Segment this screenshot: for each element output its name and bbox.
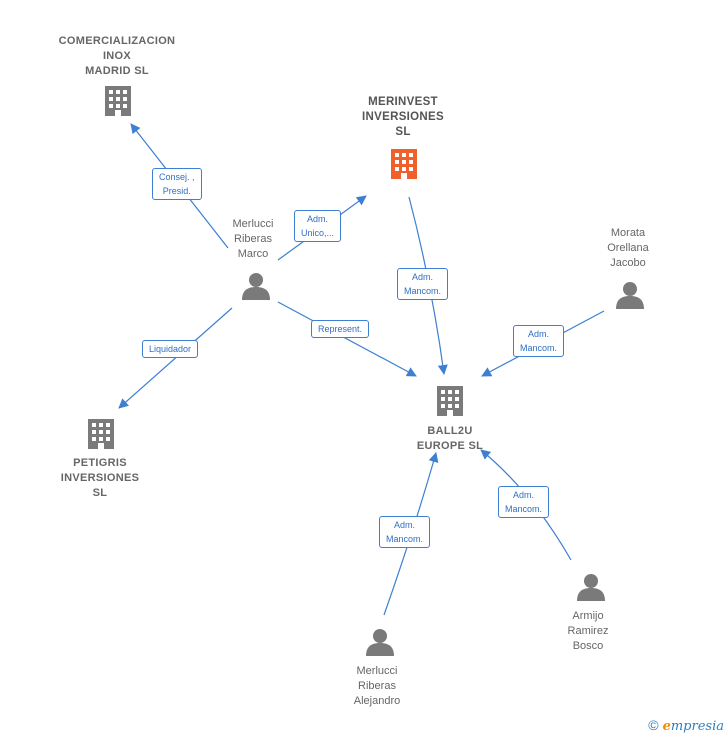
node-label-armijo[interactable]: Armijo Ramirez Bosco — [567, 610, 609, 652]
node-label-comercializacion[interactable]: COMERCIALIZACION INOX MADRID SL — [58, 35, 176, 77]
person-icon-marco[interactable] — [242, 273, 270, 300]
person-icon-armijo[interactable] — [577, 574, 605, 601]
person-icon-alejandro[interactable] — [366, 629, 394, 656]
edge-label-armijo-mancom[interactable]: Adm. Mancom. — [498, 486, 550, 518]
brand-logo[interactable]: ©empresia — [648, 717, 724, 734]
edge-label-merinvest-mancom[interactable]: Adm. Mancom. — [397, 268, 449, 300]
company-icon-comercializacion[interactable] — [105, 86, 131, 116]
node-label-ball2u[interactable]: BALL2U EUROPE SL — [416, 425, 484, 452]
edge-label-alejandro-mancom[interactable]: Adm. Mancom. — [379, 516, 431, 548]
company-icon-merinvest[interactable] — [391, 149, 417, 179]
company-icon-ball2u[interactable] — [437, 386, 463, 416]
node-label-merinvest[interactable]: MERINVEST INVERSIONES SL — [362, 96, 444, 138]
edge-marco-petigris — [118, 307, 233, 409]
node-label-petigris[interactable]: PETIGRIS INVERSIONES SL — [60, 457, 140, 499]
person-icon-morata[interactable] — [616, 282, 644, 309]
node-label-merlucci-marco[interactable]: Merlucci Riberas Marco — [232, 218, 274, 260]
company-icon-petigris[interactable] — [88, 419, 114, 449]
edge-label-consej[interactable]: Consej. , Presid. — [152, 168, 202, 200]
edge-label-liquidador[interactable]: Liquidador — [142, 340, 199, 358]
copyright-icon: © — [648, 717, 659, 733]
node-label-morata[interactable]: Morata Orellana Jacobo — [607, 227, 649, 269]
edge-label-morata-mancom[interactable]: Adm. Mancom. — [513, 325, 565, 357]
node-label-merlucci-alejandro[interactable]: Merlucci Riberas Alejandro — [353, 665, 401, 707]
edge-marco-ball2u — [277, 301, 417, 377]
edge-label-adm-unico[interactable]: Adm. Unico,... — [294, 210, 342, 242]
edge-label-represent[interactable]: Represent. — [311, 320, 370, 338]
